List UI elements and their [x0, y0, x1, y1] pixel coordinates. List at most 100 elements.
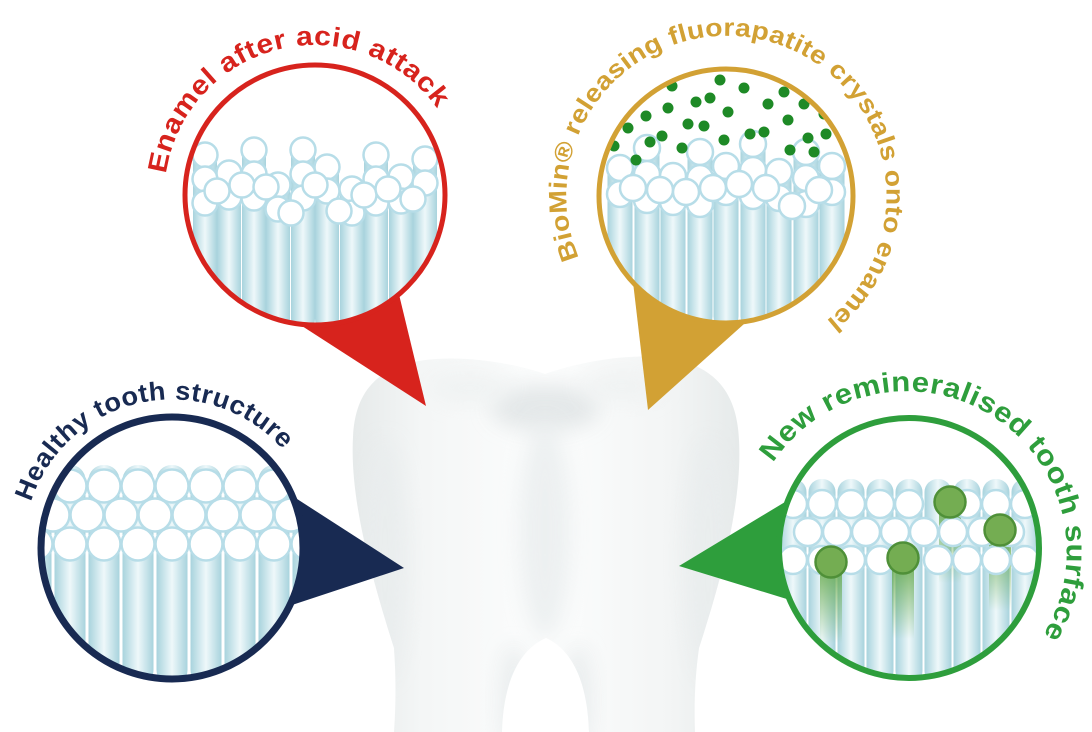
fluorapatite-crystal-dot [630, 154, 642, 166]
remineralised-ball [983, 513, 1017, 547]
fluorapatite-crystal-dot [782, 114, 794, 126]
enamel-ball [240, 136, 268, 164]
remineralised-ball [814, 545, 848, 579]
fluorapatite-crystal-dot [682, 118, 694, 130]
fluorapatite-crystal-dot [778, 86, 790, 98]
enamel-ball [228, 171, 256, 199]
remineralised-ball [933, 485, 967, 519]
callout-remin: New remineralised tooth surface [679, 366, 1091, 681]
enamel-ball [792, 516, 824, 548]
enamel-ball [937, 516, 969, 548]
pointer-healthy [289, 497, 404, 606]
enamel-ball [817, 151, 847, 181]
remineralised-ball [886, 541, 920, 575]
enamel-ball [171, 497, 207, 533]
fluorapatite-crystal-dot [704, 92, 716, 104]
fluorapatite-crystal-dot [698, 120, 710, 132]
fluorapatite-crystal-dot [640, 110, 652, 122]
enamel-ball [203, 177, 231, 205]
remineralised-rod [820, 558, 842, 643]
enamel-ball [120, 468, 156, 504]
enamel-ball [671, 177, 701, 207]
enamel-ball [374, 175, 402, 203]
enamel-ball [1009, 544, 1038, 576]
enamel-ball [277, 199, 305, 227]
enamel-ball [252, 173, 280, 201]
fluorapatite-crystal-dot [798, 98, 810, 110]
enamel-ball [804, 175, 834, 205]
fluorapatite-crystal-dot [738, 82, 750, 94]
enamel-pattern-acid [191, 136, 439, 324]
enamel-ball [42, 526, 54, 562]
enamel-ball [698, 173, 728, 203]
fluorapatite-crystal-dot [758, 126, 770, 138]
enamel-ball [154, 468, 190, 504]
enamel-ball [980, 544, 1012, 576]
enamel-ball [951, 544, 983, 576]
enamel-ball [137, 497, 173, 533]
enamel-ball [922, 544, 954, 576]
fluorapatite-crystal-dot [656, 130, 668, 142]
enamel-ball [362, 141, 390, 169]
fluorapatite-crystal-dot [714, 74, 726, 86]
enamel-ball [893, 488, 925, 520]
enamel-ball [411, 145, 439, 173]
enamel-ball [751, 173, 781, 203]
magnifier-ring-remin [776, 415, 1042, 681]
enamel-ball [103, 497, 139, 533]
fluorapatite-crystal-dot [690, 96, 702, 108]
enamel-ball [777, 191, 807, 221]
enamel-ball [222, 468, 258, 504]
enamel-ball [685, 137, 715, 167]
callout-acid: Enamel after acid attack [142, 21, 456, 406]
enamel-ball [821, 516, 853, 548]
tooth-illustration [352, 356, 740, 732]
enamel-ball [835, 488, 867, 520]
callout-biomin: BioMin® releasing fluorapatite crystals … [544, 14, 908, 410]
fluorapatite-crystal-dot [622, 122, 634, 134]
enamel-ball [864, 488, 896, 520]
enamel-ball [850, 516, 882, 548]
enamel-ball [188, 468, 224, 504]
fluorapatite-crystal-dot [784, 144, 796, 156]
enamel-ball [806, 488, 838, 520]
enamel-ball [256, 526, 292, 562]
fluorapatite-crystal-dot [744, 128, 756, 140]
enamel-ball [239, 497, 275, 533]
enamel-ball [399, 185, 427, 213]
fluorapatite-crystal-dot [808, 146, 820, 158]
enamel-ball [188, 526, 224, 562]
enamel-ball [289, 136, 317, 164]
magnifier-ring-acid [182, 62, 448, 328]
magnifier-ring-biomin [596, 66, 856, 326]
enamel-ball [325, 197, 353, 225]
enamel-ball [301, 171, 329, 199]
enamel-pattern-remin [780, 479, 1038, 677]
enamel-pattern-healthy [42, 465, 302, 678]
enamel-ball [205, 497, 241, 533]
pointer-remin [679, 502, 790, 600]
fluorapatite-crystal-dot [820, 128, 832, 140]
enamel-ball [69, 497, 105, 533]
enamel-ball [350, 181, 378, 209]
enamel-ball [724, 169, 754, 199]
fluorapatite-crystal-dot [762, 98, 774, 110]
fluorapatite-crystal-dot [802, 132, 814, 144]
enamel-ball [618, 173, 648, 203]
fluorapatite-crystal-dot [676, 142, 688, 154]
enamel-ball [52, 526, 88, 562]
enamel-ball [86, 526, 122, 562]
fluorapatite-crystal-dot [722, 106, 734, 118]
callout-healthy: Healthy tooth structure [8, 375, 404, 683]
fluorapatite-crystal-dot [718, 134, 730, 146]
enamel-ball [86, 468, 122, 504]
magnifier-ring-healthy [37, 413, 307, 683]
enamel-ball [908, 516, 940, 548]
enamel-ball [222, 526, 258, 562]
remineralised-rod [892, 554, 914, 639]
fluorapatite-crystal-dot [644, 136, 656, 148]
fluorapatite-crystal-dot [662, 102, 674, 114]
enamel-ball [645, 175, 675, 205]
